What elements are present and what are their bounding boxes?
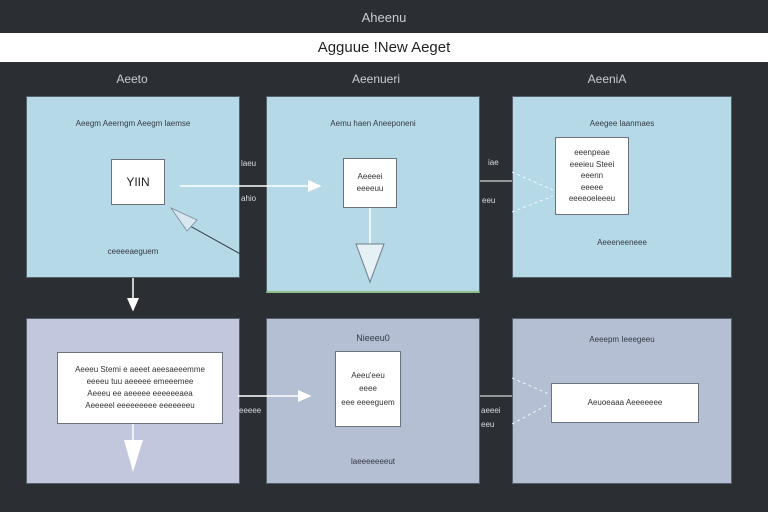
panel-b2-box: Aeeu'eeu eeee eee eeeeguem xyxy=(335,351,401,427)
panel-c1-box-line-3: eeenn xyxy=(580,171,604,181)
arrowhead-b1-down xyxy=(355,243,385,284)
panel-a2-box: Aeeeu Stemi e aeeet aeesaeeemme eeeeu tu… xyxy=(57,352,223,424)
panel-a2-box-line-4: Aeeeeel eeeeeeeee eeeeeeeu xyxy=(85,401,195,410)
arrowhead-into-a1 xyxy=(169,207,198,232)
flow-label-ab-lower: ahio xyxy=(241,194,257,203)
panel-c1: Aeegee laanmaes eeenpeae eeeieu Steei ee… xyxy=(512,96,732,278)
dashed-connector-c2-lower xyxy=(511,403,550,425)
panel-a2-box-line-1: Aeeeu Stemi e aeeet aeesaeeemme xyxy=(75,365,205,374)
panel-c2-box: Aeuoeaaa Aeeeeeee xyxy=(551,383,699,423)
panel-b2-box-line-1: Aeeu'eeu xyxy=(351,370,385,380)
arrowhead-a2-down xyxy=(124,440,143,472)
panel-a1-heading: Aeegm Aeerngm Aeegm laemse xyxy=(75,119,191,128)
panel-b2-footer: laeeeeeeeut xyxy=(350,457,396,466)
panel-c1-box-line-2: eeeieu Steei xyxy=(569,159,615,169)
flow-label-ab2: eeeee xyxy=(239,406,262,415)
panel-a1-footer: ceeeeaeguem xyxy=(107,247,159,256)
flow-label-ab-upper: laeu xyxy=(241,159,257,168)
flow-label-bc-lower: eeu xyxy=(482,196,496,205)
panel-c2: Aeeepm Ieeegeeu Aeuoeaaa Aeeeeeee xyxy=(512,318,732,484)
flow-label-bc2-lower: eeu xyxy=(481,420,495,429)
panel-c1-box-line-5: eeeeoeleeeu xyxy=(568,194,616,204)
column-title-1: Aeeto xyxy=(116,72,148,86)
panel-b2-box-line-2: eeee xyxy=(359,384,377,394)
panel-b1-box-line-1: Aeeeei xyxy=(357,171,383,181)
top-label: Aheenu xyxy=(361,10,407,25)
dashed-connector-c2-upper xyxy=(511,377,550,395)
panel-c1-box-line-1: eeenpeae xyxy=(574,148,610,158)
panel-a1-box-text: YIIN xyxy=(126,174,150,189)
connector-b1-to-a1 xyxy=(189,225,263,267)
panel-b2-box-line-3: eee eeeeguem xyxy=(341,397,395,407)
panel-a2-box-line-2: eeeeu tuu aeeeee emeeemee xyxy=(86,377,194,386)
panel-c1-box-line-4: eeeee xyxy=(580,182,604,192)
panel-b1-box-line-2: eeeeuu xyxy=(356,184,384,193)
panel-c2-box-text: Aeuoeaaa Aeeeeeee xyxy=(587,397,663,407)
dashed-connector-c1-upper xyxy=(511,171,554,191)
page-title: Agguue !New Aeget xyxy=(0,33,768,62)
dashed-connector-c1-lower xyxy=(511,195,554,213)
panel-a2-box-line-3: Aeeeu ee aeeeee eeeeeeaea xyxy=(87,389,193,398)
panel-c2-heading: Aeeepm Ieeegeeu xyxy=(589,335,655,344)
panel-c1-footer: Aeeeneeneee xyxy=(597,238,647,247)
panel-a1-box: YIIN xyxy=(111,159,165,205)
panel-b2-heading: Nieeeu0 xyxy=(356,333,390,343)
panel-b1-box: Aeeeei eeeeuu xyxy=(343,158,397,208)
flow-label-bc-upper: iae xyxy=(488,158,499,167)
panel-c1-box: eeenpeae eeeieu Steei eeenn eeeee eeeeoe… xyxy=(555,137,629,215)
column-title-3: AeeniA xyxy=(587,72,627,86)
panel-c1-heading: Aeegee laanmaes xyxy=(589,119,655,128)
panel-b1-heading: Aemu haen Aneeponeni xyxy=(330,119,416,128)
flow-label-bc2-upper: aeeei xyxy=(481,406,501,415)
panel-a1: Aeegm Aeerngm Aeegm laemse YIIN ceeeeaeg… xyxy=(26,96,240,278)
column-title-2: Aeenueri xyxy=(351,72,401,86)
